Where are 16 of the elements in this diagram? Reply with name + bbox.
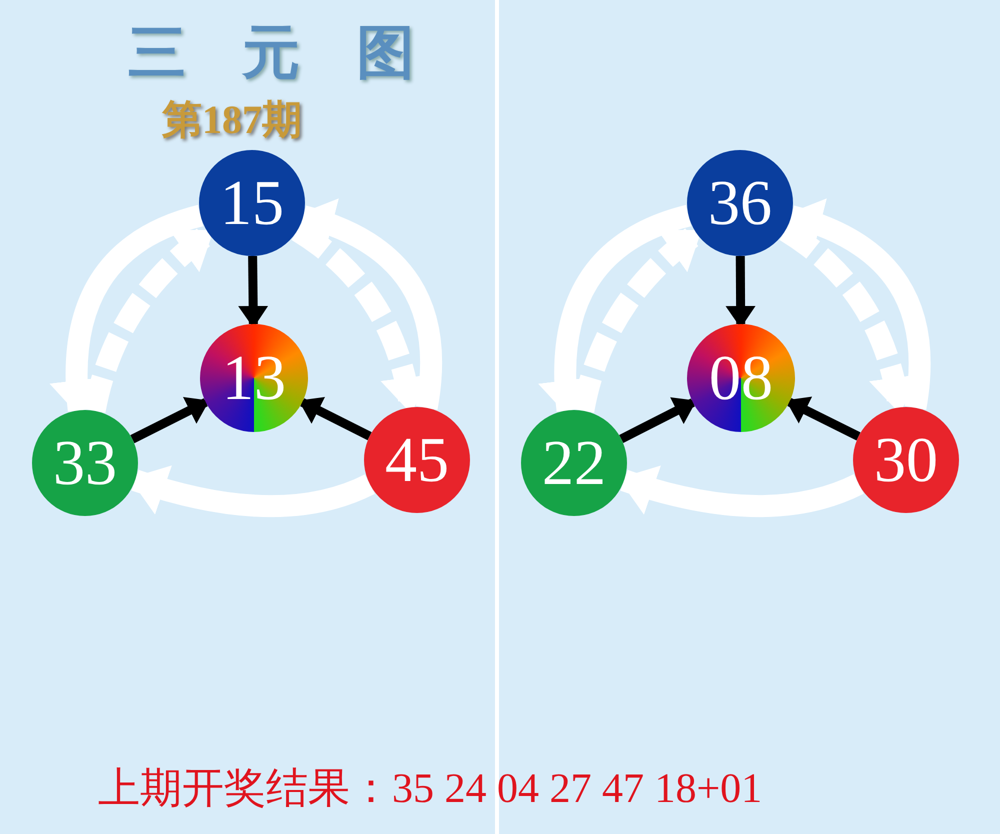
arrow xyxy=(298,396,372,440)
arrow xyxy=(130,396,210,444)
number-ball: 36 xyxy=(687,150,793,256)
number-ball: 22 xyxy=(521,410,627,516)
number-ball: 33 xyxy=(32,410,138,516)
issue-label: 第187期 xyxy=(162,96,302,144)
number-ball: 15 xyxy=(199,150,305,256)
curved-arrow xyxy=(618,464,864,518)
center-ball: 13 xyxy=(200,324,308,432)
arrow xyxy=(786,396,861,440)
number-ball: 30 xyxy=(853,407,959,513)
curved-arrow xyxy=(129,464,374,518)
title: 三 元 图 xyxy=(128,17,432,88)
arrow xyxy=(619,397,696,443)
number-ball: 45 xyxy=(364,407,470,513)
result-text: 上期开奖结果：35 24 04 27 47 18+01 xyxy=(98,765,762,814)
